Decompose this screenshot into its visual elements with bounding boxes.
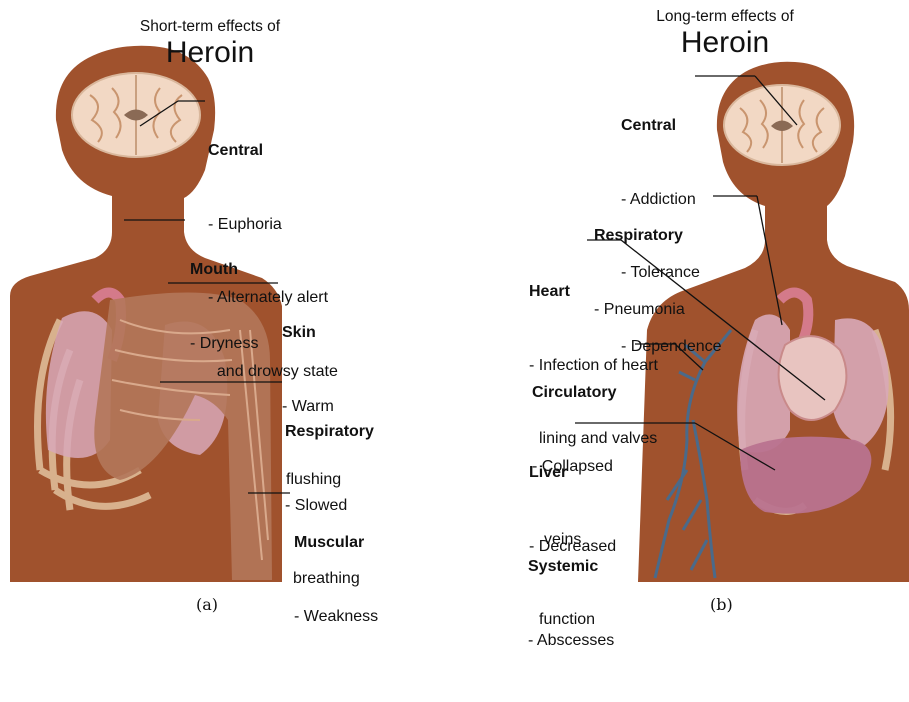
callout-systemic: Systemic - Abscesses: [528, 506, 614, 702]
callout-item: - Dryness: [190, 332, 258, 357]
callout-mouth: Mouth - Dryness: [190, 209, 258, 405]
page-title: Heroin: [610, 28, 840, 58]
panel-caption: (a): [196, 595, 218, 614]
brain-graphic: [72, 73, 200, 157]
subtitle: Long-term effects of: [610, 8, 840, 26]
heart-graphic: [779, 336, 847, 420]
callout-heading: Heart: [529, 280, 658, 305]
callout-heading: Circulatory: [532, 381, 616, 406]
callout-heading: Liver: [529, 461, 616, 486]
brain-graphic: [724, 85, 840, 165]
panel-caption: (b): [710, 595, 733, 614]
callout-item: - Abscesses: [528, 629, 614, 654]
page-title: Heroin: [110, 38, 310, 68]
callout-heading: Skin: [282, 321, 341, 346]
callout-heading: Mouth: [190, 258, 258, 283]
callout-heading: Respiratory: [285, 420, 374, 445]
panel-short-term: Short-term effects of Heroin Central - E…: [0, 0, 455, 624]
callout-heading: Muscular: [294, 531, 378, 556]
callout-heading: Central: [621, 114, 722, 139]
callout-heading: Central: [208, 139, 338, 164]
callout-heading: Systemic: [528, 555, 614, 580]
subtitle: Short-term effects of: [110, 18, 310, 36]
panel-long-term: Long-term effects of Heroin Central - Ad…: [455, 0, 909, 624]
callout-muscular: Muscular - Weakness: [294, 482, 378, 678]
callout-item: - Weakness: [294, 605, 378, 630]
